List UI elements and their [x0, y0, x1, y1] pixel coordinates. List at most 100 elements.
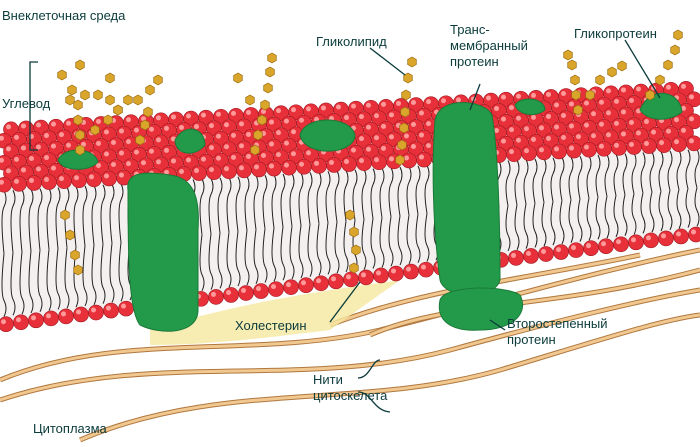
- lipid-head: [328, 273, 344, 290]
- lipid-head: [118, 300, 134, 317]
- lipid-head-highlight: [74, 175, 79, 181]
- lipid-tail: [55, 248, 61, 310]
- lipid-head-highlight: [61, 311, 66, 317]
- sugar-unit: [105, 94, 115, 106]
- lipid-head-highlight: [299, 161, 304, 167]
- lipid-tail: [289, 173, 295, 227]
- sugar-unit: [80, 89, 90, 101]
- lipid-tail: [91, 185, 97, 246]
- lipid-tail: [46, 187, 52, 250]
- sugar-unit: [345, 209, 355, 221]
- sugar-unit: [400, 106, 410, 118]
- sugar-unit: [663, 59, 673, 71]
- lipid-tail: [667, 150, 673, 191]
- lipid-tail: [253, 229, 259, 284]
- lipid-head-highlight: [616, 239, 621, 245]
- lipid-head-highlight: [346, 274, 351, 280]
- lipid-head-highlight: [246, 153, 251, 159]
- lipid-head-highlight: [636, 130, 641, 136]
- lipid-head-highlight: [546, 113, 551, 119]
- lipid-head-highlight: [276, 152, 281, 158]
- lipid-head: [88, 304, 104, 321]
- lipid-head-highlight: [351, 103, 356, 109]
- lipid-head-highlight: [556, 247, 561, 253]
- lipid-tail: [100, 184, 106, 245]
- lipid-head-highlight: [104, 151, 109, 157]
- lipid-head-highlight: [569, 101, 574, 107]
- lipid-tail: [298, 225, 304, 279]
- lipid-head-highlight: [126, 161, 131, 167]
- lipid-tail: [415, 214, 421, 263]
- lipid-head: [356, 155, 372, 171]
- lipid-tail: [613, 195, 619, 238]
- sugar-unit: [245, 94, 255, 106]
- sugar-unit: [655, 74, 665, 86]
- lipid-head-highlight: [426, 143, 431, 149]
- lipid-head-highlight: [224, 122, 229, 128]
- lipid-tail: [694, 148, 700, 188]
- lipid-head: [71, 172, 87, 189]
- lipid-head: [568, 242, 584, 258]
- lipid-head-highlight: [509, 149, 514, 155]
- lipid-head-highlight: [419, 154, 424, 160]
- sugar-unit: [140, 119, 150, 131]
- sugar-unit: [570, 74, 580, 86]
- sugar-unit: [403, 72, 413, 84]
- lipid-tail: [397, 166, 403, 217]
- sugar-unit: [75, 144, 85, 156]
- lipid-head-highlight: [599, 121, 604, 127]
- peripheral-protein-label: Второстепенный протеин: [507, 316, 608, 347]
- lipid-tail: [658, 191, 664, 232]
- lipid-head: [266, 160, 282, 177]
- sugar-unit: [260, 99, 270, 111]
- lipid-head-highlight: [621, 131, 626, 137]
- sugar-unit: [567, 59, 577, 71]
- lipid-head-highlight: [541, 249, 546, 255]
- cytoplasm-label: Цитоплазма: [33, 421, 107, 436]
- lipid-tail: [370, 168, 376, 219]
- lipid-tail: [604, 196, 610, 239]
- sugar-unit: [571, 89, 581, 101]
- lipid-tail: [37, 250, 43, 313]
- lipid-tail: [631, 193, 637, 235]
- sugar-unit: [265, 66, 275, 78]
- lipid-head: [643, 232, 659, 249]
- sugar-unit: [73, 99, 83, 111]
- lipid-tail: [343, 170, 349, 222]
- lipid-head-highlight: [614, 142, 619, 148]
- peripheral-protein: [438, 287, 523, 331]
- lipid-tail: [577, 155, 583, 200]
- lipid-head-highlight: [171, 114, 176, 120]
- lipid-tail: [235, 176, 241, 232]
- lipid-head-highlight: [681, 105, 686, 111]
- lipid-tail: [523, 159, 529, 205]
- transmembrane-protein-label: Транс- мембранный протеин: [450, 22, 528, 69]
- lipid-head-highlight: [644, 141, 649, 147]
- lipid-tail: [379, 167, 385, 218]
- lipid-tail: [82, 185, 88, 246]
- lipid-head-highlight: [29, 155, 34, 161]
- sugar-unit: [145, 84, 155, 96]
- lipid-head-highlight: [51, 165, 56, 171]
- lipid-tail: [325, 171, 331, 223]
- lipid-tail: [199, 178, 205, 235]
- lipid-head: [56, 173, 72, 189]
- sugar-unit: [573, 104, 583, 116]
- lipid-head-highlight: [366, 146, 371, 152]
- lipid-head-highlight: [336, 104, 341, 110]
- lipid-tail: [271, 227, 277, 282]
- lipid-tail: [694, 187, 700, 227]
- lipid-head-highlight: [411, 144, 416, 150]
- lipid-head-highlight: [209, 167, 214, 173]
- lipid-head-highlight: [149, 148, 154, 154]
- lipid-tail: [334, 170, 340, 223]
- lipid-head-highlight: [606, 132, 611, 138]
- lipid-tail: [559, 157, 565, 201]
- lipid-head-highlight: [104, 129, 109, 135]
- lipid-tail: [640, 192, 646, 234]
- lipid-head-highlight: [179, 168, 184, 174]
- lipid-tail: [289, 226, 295, 280]
- sugar-unit: [73, 264, 83, 276]
- lipid-head: [101, 170, 117, 187]
